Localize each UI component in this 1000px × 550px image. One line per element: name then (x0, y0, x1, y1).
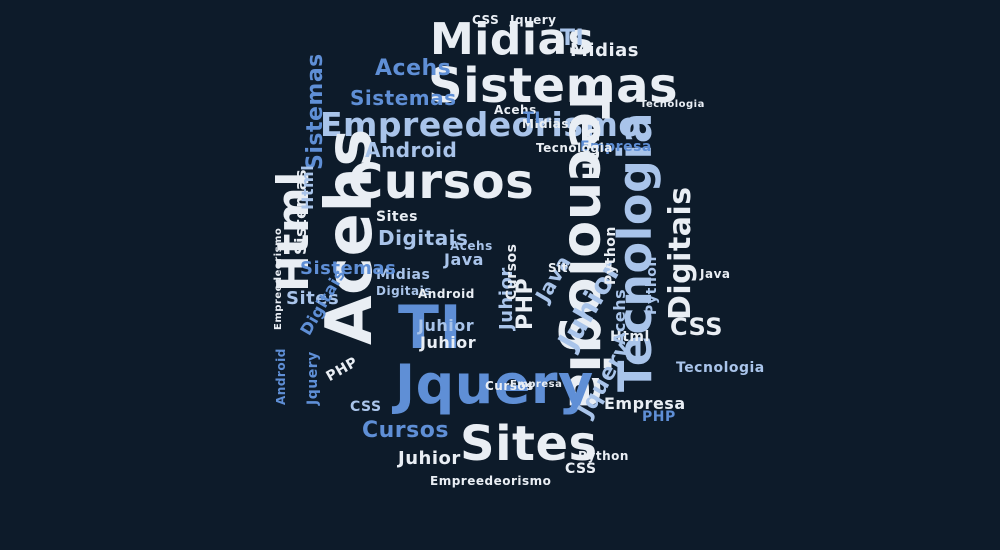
word: PHP (642, 409, 676, 425)
word: Digitais (378, 226, 469, 250)
word: Html (610, 329, 650, 345)
word: Sistemas (428, 58, 679, 114)
word: Acehs (494, 103, 537, 117)
word: Midias (430, 14, 595, 65)
word: Python (578, 449, 629, 463)
word: TI (398, 293, 463, 363)
word: Empreedeorismo (320, 105, 642, 144)
word: Sites (376, 209, 418, 225)
word: Cursos (348, 154, 535, 210)
word: Android (418, 287, 475, 301)
word: Juhior (420, 333, 477, 352)
word: Acehs (610, 288, 629, 345)
word: Android (365, 138, 458, 162)
word: Tecnologia (640, 99, 705, 110)
word: Python (603, 226, 619, 285)
word: Sistemas (350, 86, 457, 110)
word: Acehs (375, 56, 452, 81)
word: Tecnologia (676, 360, 765, 376)
word: Juhior (398, 448, 461, 469)
word: Sites (548, 261, 585, 275)
word: Sistemas (300, 258, 397, 279)
word: Cursos (485, 379, 534, 393)
word: Tecnologia (536, 141, 613, 155)
word: Midias (522, 117, 569, 131)
word: Empresa (604, 394, 686, 413)
word: Jquery (395, 353, 594, 416)
word: Digitais (376, 284, 432, 298)
word: Cursos (362, 418, 449, 443)
word: CSS (350, 399, 382, 415)
word: Juhior (418, 316, 475, 335)
word: Java (444, 250, 484, 269)
word: Midias (570, 40, 639, 61)
word: Jquery (510, 13, 557, 27)
word: TI (560, 26, 585, 51)
word: Empreedeorismo (430, 474, 552, 488)
word: Java (700, 267, 731, 281)
word: Python (644, 256, 660, 315)
word: Cursos (504, 243, 520, 300)
word: Sites (460, 416, 598, 472)
word: CSS (565, 461, 597, 477)
word: CSS (472, 13, 500, 27)
word: Acehs (450, 239, 493, 253)
word: Html (298, 164, 317, 210)
word: Empreedeorismo (273, 227, 284, 330)
word: Android (274, 348, 288, 405)
word: Midias (376, 267, 431, 283)
word: Jquery (305, 351, 321, 405)
word: TI (523, 108, 541, 127)
word: Sistemas (303, 53, 328, 170)
word: Digitais (663, 186, 698, 320)
word: Empresa (510, 379, 563, 390)
word: Empresa (580, 139, 652, 155)
word: Sites (286, 288, 340, 309)
word: CSS (670, 313, 724, 341)
word: PHP (323, 354, 361, 385)
